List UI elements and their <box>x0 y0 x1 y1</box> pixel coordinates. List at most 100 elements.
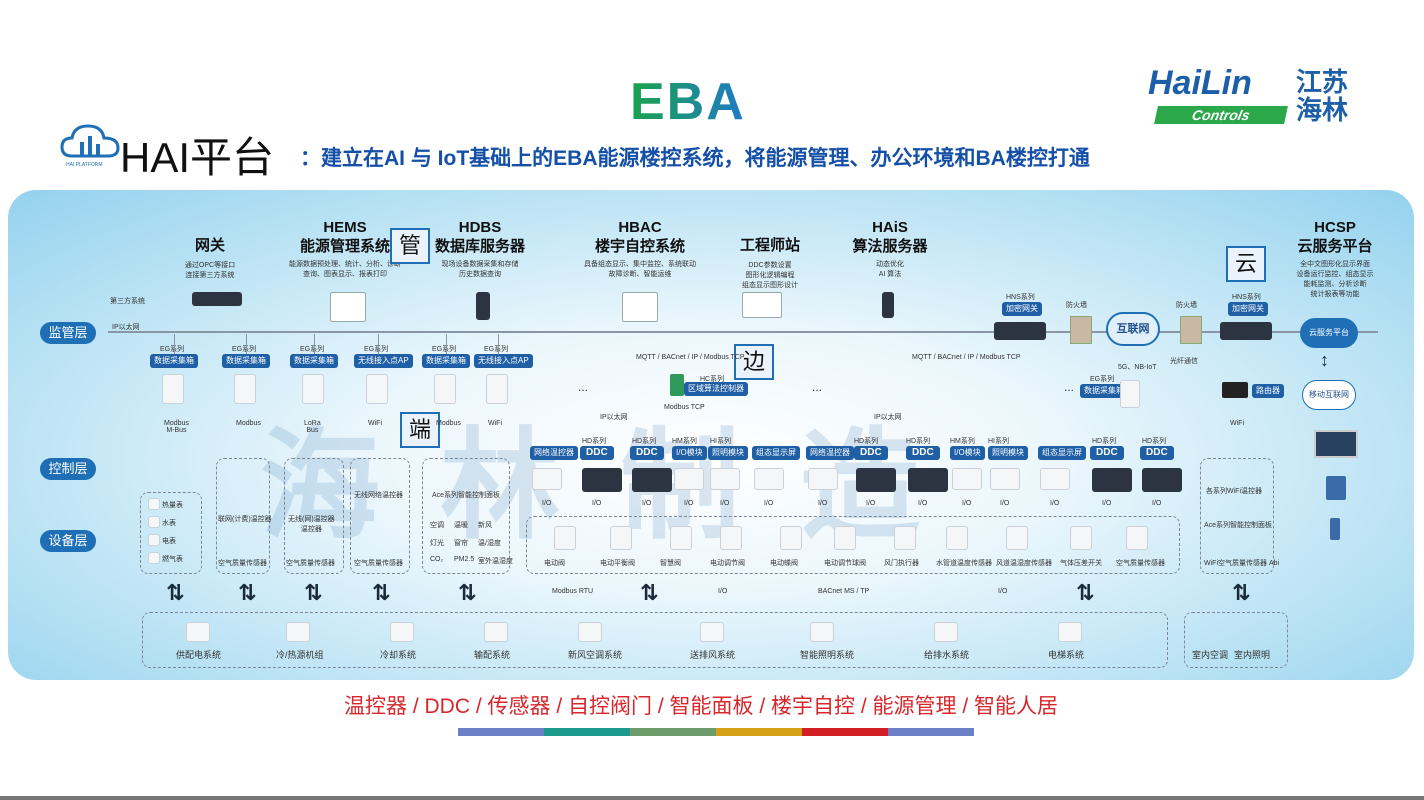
controller-device <box>908 468 948 492</box>
color-bar-segment <box>802 728 888 736</box>
ace-icon-label: 室外温湿度 <box>478 558 513 565</box>
modbus-rtu-label: Modbus RTU <box>552 588 594 595</box>
controller-io-label: I/O <box>1050 500 1060 507</box>
meter-device <box>148 552 160 564</box>
field-device-label: 风门执行器 <box>884 560 919 567</box>
ip-ethernet-label-right: IP以太网 <box>874 414 902 421</box>
bottom-system-icon <box>186 622 210 642</box>
bottom-system-icon <box>286 622 310 642</box>
box-char-yun: 云 <box>1226 246 1266 282</box>
field-device-icon <box>1006 526 1028 550</box>
system-hbac: HBAC 楼宇自控系统 具备组态显示、集中监控、系统联动 故障诊断、智能运维 <box>575 218 705 280</box>
bidirectional-arrow: ⇅ <box>1232 580 1251 605</box>
engineer-laptop <box>742 292 782 318</box>
eg-link-label: Modbus <box>236 420 261 427</box>
firewall-icon-2 <box>1180 316 1202 344</box>
eg-tag-right: 数据采集箱 <box>1080 384 1128 398</box>
field-device-label: 空气质量传感器 <box>1116 560 1165 567</box>
hai-platform-title: HAI平台 <box>120 134 275 181</box>
hailin-logo: HaiLin Controls 江苏海林 <box>1148 64 1368 128</box>
controller-tag: 照明模块 <box>708 446 748 460</box>
controller-device <box>990 468 1020 490</box>
io-label-2: I/O <box>998 588 1008 595</box>
bottom-system-label: 给排水系统 <box>924 650 970 660</box>
system-subtitle: 能源管理系统 <box>299 238 390 255</box>
eg-tag: 数据采集箱 <box>222 354 270 368</box>
system-desc: 现场设备数据采集和存储 历史数据查询 <box>441 261 519 278</box>
color-bar-segment <box>888 728 974 736</box>
field-device-label: 电动蝶阀 <box>770 560 798 567</box>
right-device-2: Ace系列智能控制面板 <box>1204 522 1273 529</box>
bidirectional-arrow: ⇅ <box>238 580 257 605</box>
internet-cloud: 互联网 <box>1106 312 1160 346</box>
hailin-cn: 江苏海林 <box>1296 67 1349 125</box>
panel-label-3: 无线网络温控器 <box>354 492 403 499</box>
page-subtitle: ：建立在AI 与 IoT基础上的EBA能源楼控系统，将能源管理、办公环境和BA楼… <box>300 147 1090 170</box>
area-controller-device <box>670 374 684 396</box>
controller-device <box>674 468 704 490</box>
color-bar-segment <box>458 728 544 736</box>
field-device-icon <box>1070 526 1092 550</box>
controller-device <box>856 468 896 492</box>
keyword-line: 温控器 / DDC / 传感器 / 自控阀门 / 智能面板 / 楼宇自控 / 能… <box>344 695 1059 718</box>
right-device-3: WiFi空气质量传感器 Abi <box>1204 560 1280 567</box>
eg-tag: 数据采集箱 <box>422 354 470 368</box>
eg-device <box>366 374 388 404</box>
eg-link-line <box>498 334 499 354</box>
mqtt-label-right: MQTT / BACnet / IP / Modbus TCP <box>912 354 1021 361</box>
eg-link-label: LoRa Bus <box>304 420 321 434</box>
meter-device <box>148 534 160 546</box>
panel-label-4: Ace系列智能控制面板 <box>432 492 501 499</box>
controller-device <box>808 468 838 490</box>
bottom-system-label: 新风空调系统 <box>568 650 623 660</box>
controller-tag: DDC <box>580 446 614 460</box>
field-device-label: 电动调节球阀 <box>824 560 866 567</box>
firewall-label: 防火墙 <box>1066 302 1087 309</box>
bottom-system-label: 输配系统 <box>474 650 511 660</box>
color-bar-segment <box>630 728 716 736</box>
eg-link-label: WiFi <box>368 420 382 427</box>
controller-device <box>1040 468 1070 490</box>
controller-tag: DDC <box>854 446 888 460</box>
hns-gateway-device <box>994 322 1046 340</box>
bottom-system-icon <box>934 622 958 642</box>
system-hcsp: HCSP 云服务平台 全中文图形化显示界面 设备运行监控、组态显示 能耗监测、分… <box>1280 218 1390 300</box>
controller-tag: DDC <box>906 446 940 460</box>
field-device-box <box>526 516 1180 574</box>
controller-io-label: I/O <box>1000 500 1010 507</box>
eg-link-line <box>378 334 379 354</box>
eg-series-label: EG系列 <box>364 346 389 353</box>
ellipsis-1: ... <box>578 380 589 394</box>
ace-icon-label: 温暖 <box>454 522 468 529</box>
hns-gateway-device-2 <box>1220 322 1272 340</box>
controller-io-label: I/O <box>642 500 652 507</box>
meter-box <box>140 492 202 574</box>
meter-label: 燃气表 <box>162 556 183 563</box>
gateway-device <box>192 292 242 306</box>
bottom-system-box <box>142 612 1168 668</box>
hbac-monitor <box>622 292 658 322</box>
system-desc: 通过OPC等接口 连接第三方系统 <box>184 262 236 279</box>
layer-device: 设备层 <box>40 530 96 552</box>
hns-series-label-2: HNS系列 <box>1232 294 1261 301</box>
bidirectional-arrow: ⇅ <box>640 580 659 605</box>
phone-icon <box>1330 518 1340 540</box>
system-desc: DDC参数设置 图形化逻辑编程 组态显示图形设计 <box>742 262 798 289</box>
eg-series-label-right: EG系列 <box>1090 376 1115 383</box>
controller-device <box>582 468 622 492</box>
fiber-label: 光纤通信 <box>1170 358 1198 365</box>
system-desc: 具备组态显示、集中监控、系统联动 故障诊断、智能运维 <box>584 261 696 278</box>
bidirectional-arrow: ⇅ <box>1076 580 1095 605</box>
system-title: HCSP <box>1314 219 1356 236</box>
box-char-bian: 边 <box>734 344 774 380</box>
field-device-icon <box>894 526 916 550</box>
field-device-icon <box>720 526 742 550</box>
eg-series-label: EG系列 <box>432 346 457 353</box>
field-device-label: 气体压差开关 <box>1060 560 1102 567</box>
controller-io-label: I/O <box>1152 500 1162 507</box>
field-device-icon <box>554 526 576 550</box>
bacnet-ms-label: BACnet MS / TP <box>818 588 870 595</box>
ace-icon-label: CO₂ <box>430 556 444 563</box>
hns-series-label: HNS系列 <box>1006 294 1035 301</box>
